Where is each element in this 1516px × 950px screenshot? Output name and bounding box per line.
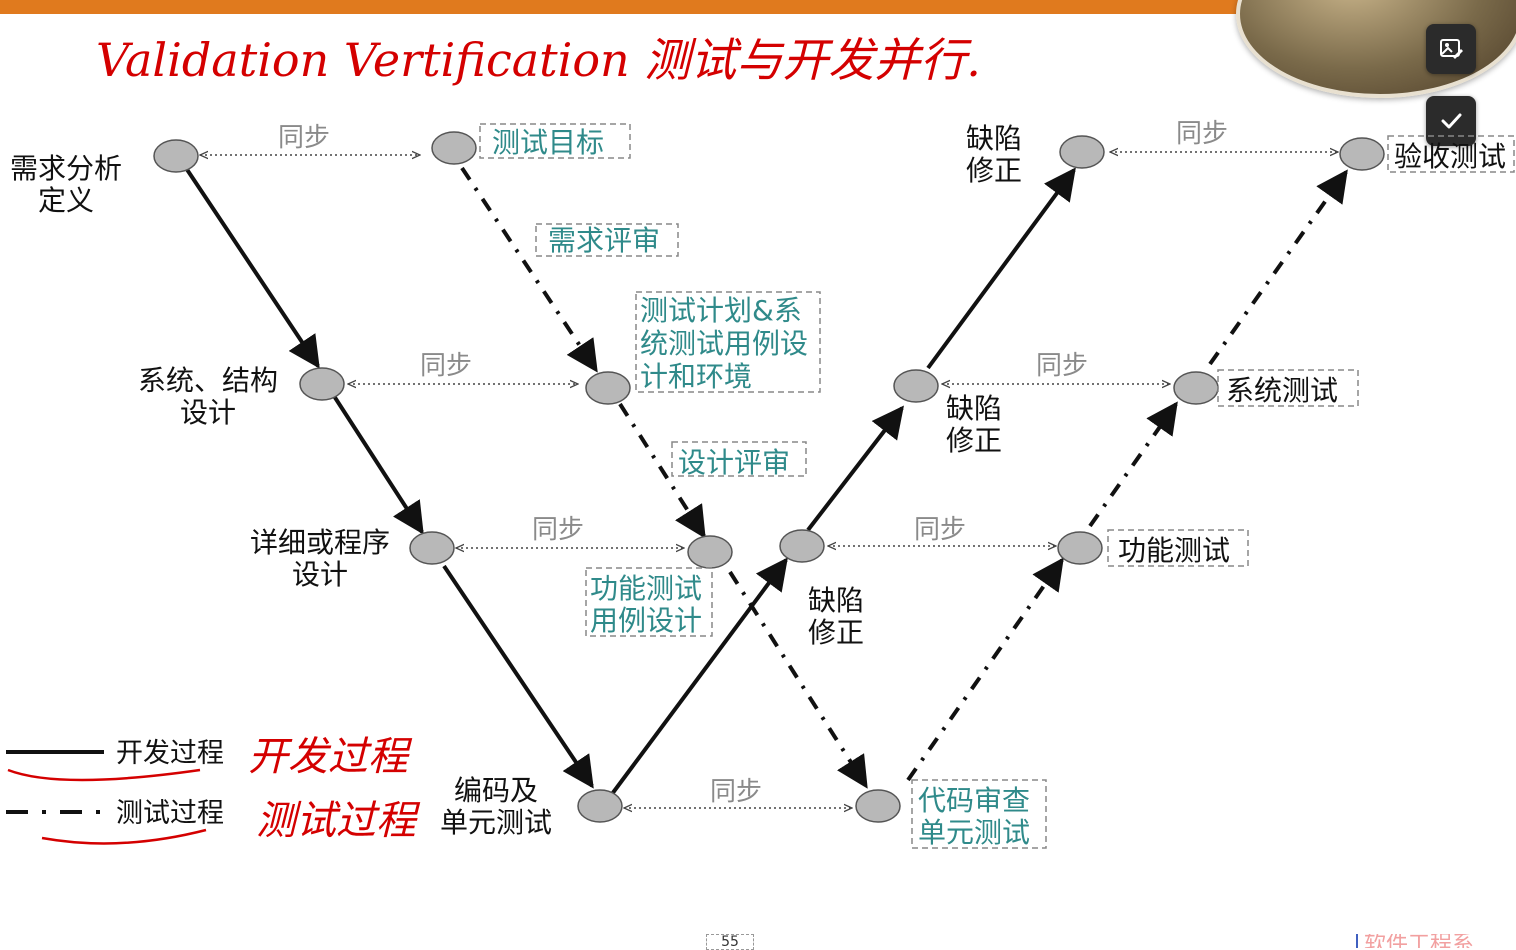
label-fix-3: 缺陷修正 (808, 584, 864, 649)
label-coding: 编码及单元测试 (440, 774, 552, 839)
node-func-case (687, 535, 733, 569)
box-system-test (1217, 369, 1359, 407)
node-fix-2 (893, 369, 939, 403)
test-line-systest-accept (1208, 169, 1348, 366)
box-test-plan (635, 291, 821, 393)
course-title: 软件工程系 (1356, 934, 1516, 948)
label-fix-1: 缺陷修正 (966, 122, 1022, 187)
node-detail-design (409, 531, 455, 565)
test-line-funccase-code (728, 570, 868, 789)
image-edit-button[interactable] (1426, 24, 1476, 74)
node-system-test (1173, 371, 1219, 405)
box-func-test (1107, 529, 1249, 567)
label-req-review: 需求评审 (548, 224, 660, 257)
node-test-goal (431, 131, 477, 165)
handwritten-dev-note: 开发过程 (248, 734, 413, 780)
label-code-review: 代码审查单元测试 (918, 784, 1030, 849)
node-system-design (299, 367, 345, 401)
box-func-case (585, 567, 713, 637)
test-label-boxes (479, 123, 1515, 849)
handwritten-underline (7, 768, 201, 782)
checkmark-icon (1441, 113, 1462, 129)
sync-arrows (200, 152, 1338, 808)
test-process-lines (460, 166, 1348, 789)
dev-line-detail-code (442, 564, 594, 789)
sync-label: 同步 (1176, 119, 1228, 149)
label-func-case: 功能测试用例设计 (590, 572, 702, 637)
label-design-review: 设计评审 (678, 446, 790, 479)
node-test-plan (585, 371, 631, 405)
sync-label: 同步 (278, 123, 330, 153)
test-line-goal-plan (460, 166, 598, 373)
node-requirements (153, 139, 199, 173)
sync-label: 同步 (914, 515, 966, 545)
test-line-code-functest (906, 557, 1064, 782)
legend-test-label: 测试过程 (116, 798, 224, 829)
box-design-review (671, 441, 807, 477)
label-test-plan: 测试计划&系统测试用例设计和环境 (640, 294, 808, 393)
node-fix-1 (1059, 135, 1105, 169)
top-accent-bar (0, 0, 1516, 14)
dev-line-sys-detail (332, 394, 424, 535)
test-line-functest-systest (1088, 401, 1178, 528)
node-group (153, 131, 1385, 823)
legend-dev-label: 开发过程 (116, 738, 224, 769)
box-req-review (535, 223, 679, 257)
node-func-test (1057, 531, 1103, 565)
sync-label: 同步 (532, 515, 584, 545)
node-acceptance (1339, 137, 1385, 171)
legend: 开发过程 测试过程 开发过程 测试过程 (6, 734, 421, 845)
handwritten-underline (41, 828, 207, 845)
node-code-review (855, 789, 901, 823)
label-system-test: 系统测试 (1226, 374, 1338, 407)
test-line-plan-funccase (618, 402, 706, 539)
label-func-test: 功能测试 (1118, 534, 1230, 567)
development-process-lines (184, 166, 1076, 796)
label-acceptance-test: 验收测试 (1394, 140, 1506, 173)
dev-line-req-sys (184, 166, 320, 369)
box-code-review (911, 779, 1047, 849)
dev-line-fix2-fix1 (926, 167, 1076, 370)
confirm-button[interactable] (1426, 96, 1476, 146)
box-test-goal (479, 123, 631, 159)
label-test-goal: 测试目标 (492, 126, 604, 159)
sync-label: 同步 (420, 351, 472, 381)
sync-label: 同步 (1036, 351, 1088, 381)
label-system-design: 系统、结构设计 (138, 364, 278, 429)
label-requirements: 需求分析定义 (10, 152, 122, 217)
node-coding (577, 789, 623, 823)
dev-line-code-fix3 (610, 557, 788, 796)
image-edit-icon (1440, 39, 1463, 59)
node-fix-3 (779, 529, 825, 563)
page-number: 55 (706, 934, 754, 950)
handwritten-title: Validation Vertification 测试与开发并行. (96, 33, 981, 87)
dev-line-fix3-fix2 (806, 405, 904, 532)
label-fix-2: 缺陷修正 (946, 392, 1002, 457)
box-acceptance (1387, 135, 1515, 173)
handwritten-test-note: 测试过程 (256, 798, 421, 844)
label-detail-design: 详细或程序设计 (250, 526, 390, 591)
sync-label: 同步 (710, 777, 762, 807)
